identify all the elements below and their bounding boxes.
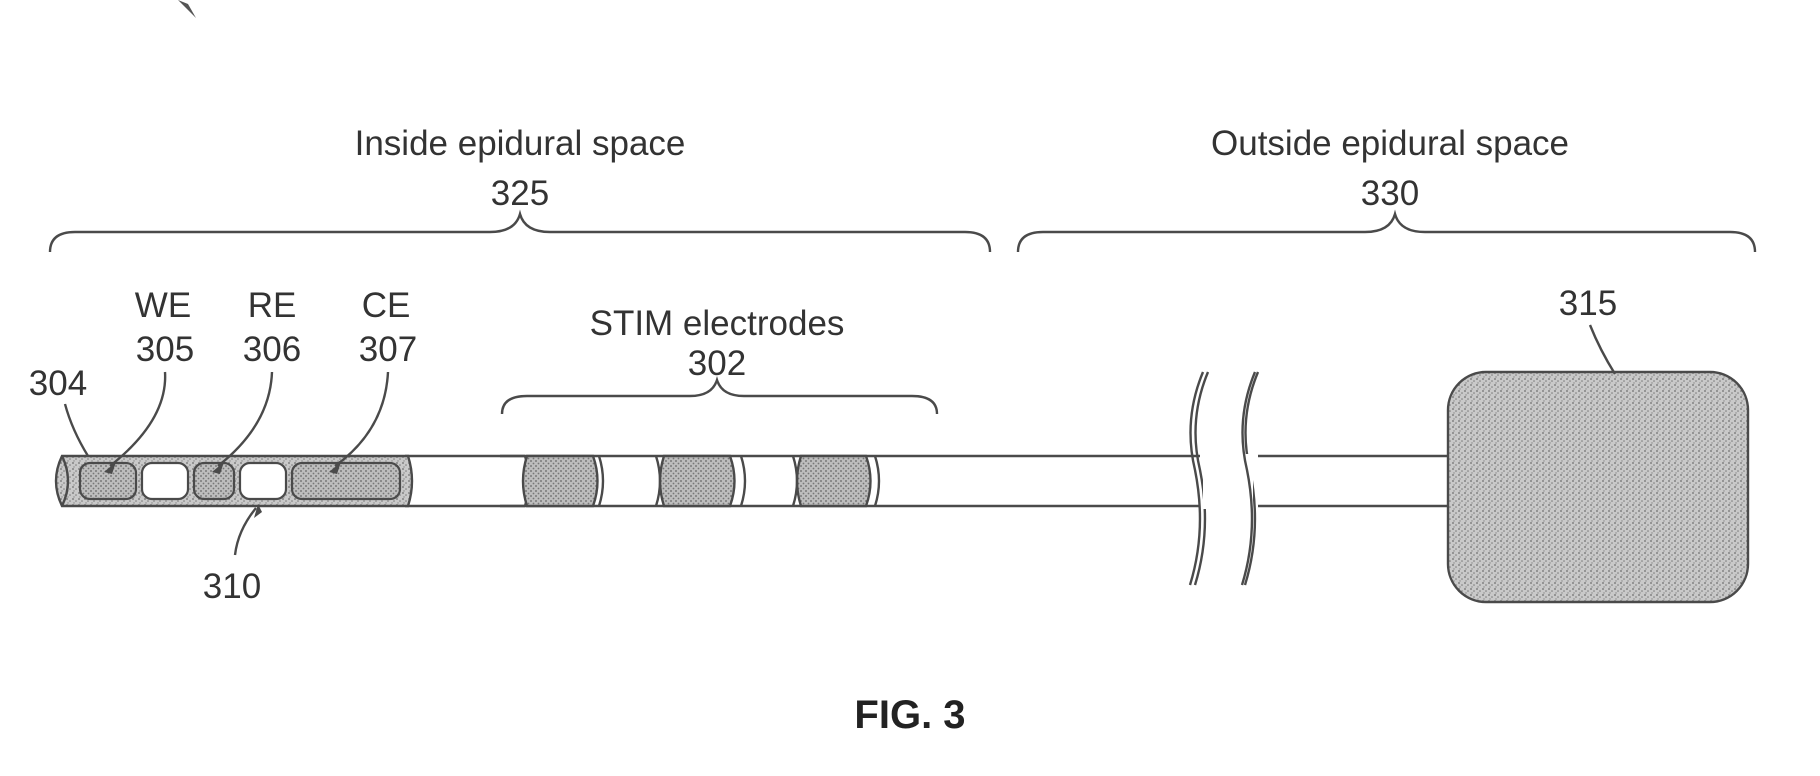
we-ref: 305 [136, 330, 194, 369]
stim-spacer-1 [599, 456, 603, 506]
stim-electrode-1 [523, 456, 598, 506]
inside-region-label: Inside epidural space [355, 124, 686, 163]
stim-spacer-3 [875, 456, 879, 506]
outside-region-label: Outside epidural space [1211, 124, 1569, 163]
ce-ref: 307 [359, 330, 417, 369]
sensor-tip-leader [65, 404, 88, 456]
inside-region-ref: 325 [491, 174, 549, 213]
sensor-gap-1 [142, 463, 188, 499]
stim-spacer-2 [741, 456, 745, 506]
re-label: RE [248, 286, 297, 325]
stim-electrodes-label: STIM electrodes [590, 304, 845, 343]
gap-leader [235, 508, 256, 555]
sensor-gap-2 [240, 463, 286, 499]
re-ref: 306 [243, 330, 301, 369]
connector-block [1448, 372, 1748, 602]
re-electrode [194, 463, 234, 499]
we-leader [110, 372, 165, 466]
outside-region-brace [1018, 214, 1755, 252]
connector-ref: 315 [1559, 284, 1617, 323]
ce-leader [335, 372, 388, 466]
stim-spacer-edge-2 [793, 456, 797, 506]
corner-arrow-fragment [178, 0, 196, 18]
gap-ref: 310 [203, 567, 261, 606]
stim-electrode-3 [797, 456, 871, 506]
stim-electrode-2 [660, 456, 735, 506]
ce-electrode [292, 463, 400, 499]
ce-label: CE [362, 286, 411, 325]
outside-region-ref: 330 [1361, 174, 1419, 213]
sensor-tip-ref: 304 [29, 364, 87, 403]
we-label: WE [135, 286, 191, 325]
stim-electrodes-brace [502, 380, 937, 414]
we-electrode [80, 463, 136, 499]
re-leader [218, 372, 272, 466]
inside-region-brace [50, 214, 990, 252]
connector-leader [1590, 325, 1615, 374]
stim-electrodes-ref: 302 [688, 344, 746, 383]
stim-spacer-edge-1 [656, 456, 660, 506]
figure-label: FIG. 3 [854, 693, 965, 737]
